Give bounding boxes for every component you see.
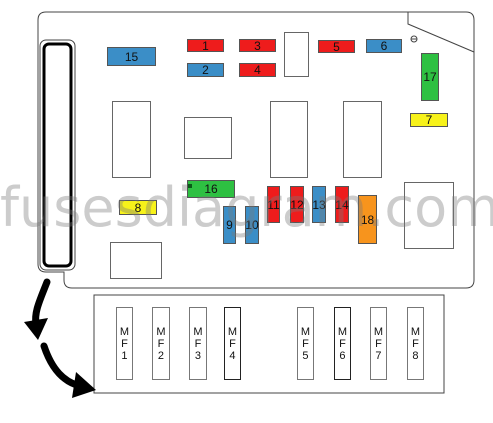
fuse-14: 14 [335, 186, 349, 223]
fuse-3: 3 [239, 39, 276, 53]
fuse-1: 1 [187, 39, 224, 53]
maxi-fuse-mf5: M F 5 [297, 307, 314, 380]
maxi-fuse-mf1: M F 1 [116, 307, 133, 380]
fuse-17: 17 [421, 53, 439, 101]
arrow-icon [24, 278, 51, 340]
connector-inner [42, 42, 73, 268]
relay [284, 32, 309, 77]
fuse-16-marker [188, 184, 192, 188]
fuse-15: 15 [107, 47, 156, 66]
relay [184, 117, 232, 159]
fuse-box-notch [407, 12, 475, 53]
maxi-fuse-mf3: M F 3 [189, 307, 207, 380]
relay [404, 182, 454, 249]
fuse-11: 11 [267, 186, 280, 223]
fuse-2: 2 [187, 63, 224, 77]
fuse-8: 8 [119, 200, 157, 215]
relay [270, 101, 308, 178]
fuse-7: 7 [410, 113, 448, 127]
arrow-icon [40, 342, 96, 398]
fuse-18: 18 [358, 195, 377, 244]
maxi-fuse-mf6: M F 6 [334, 307, 351, 380]
fuse-5: 5 [318, 40, 355, 54]
fuse-9: 9 [223, 206, 236, 244]
fuse-6: 6 [366, 39, 402, 53]
maxi-fuse-panel [93, 294, 445, 394]
fuse-16: 16 [187, 180, 235, 198]
fuse-13: 13 [312, 186, 326, 223]
maxi-fuse-mf2: M F 2 [152, 307, 170, 380]
fuse-10: 10 [245, 206, 259, 244]
relay [110, 242, 162, 279]
maxi-fuse-mf8: M F 8 [407, 307, 424, 380]
maxi-fuse-mf4: M F 4 [224, 307, 241, 380]
fuse-12: 12 [290, 186, 304, 223]
relay [343, 101, 382, 178]
fuse-4: 4 [239, 63, 276, 77]
maxi-fuse-mf7: M F 7 [370, 307, 387, 380]
relay [112, 101, 151, 178]
